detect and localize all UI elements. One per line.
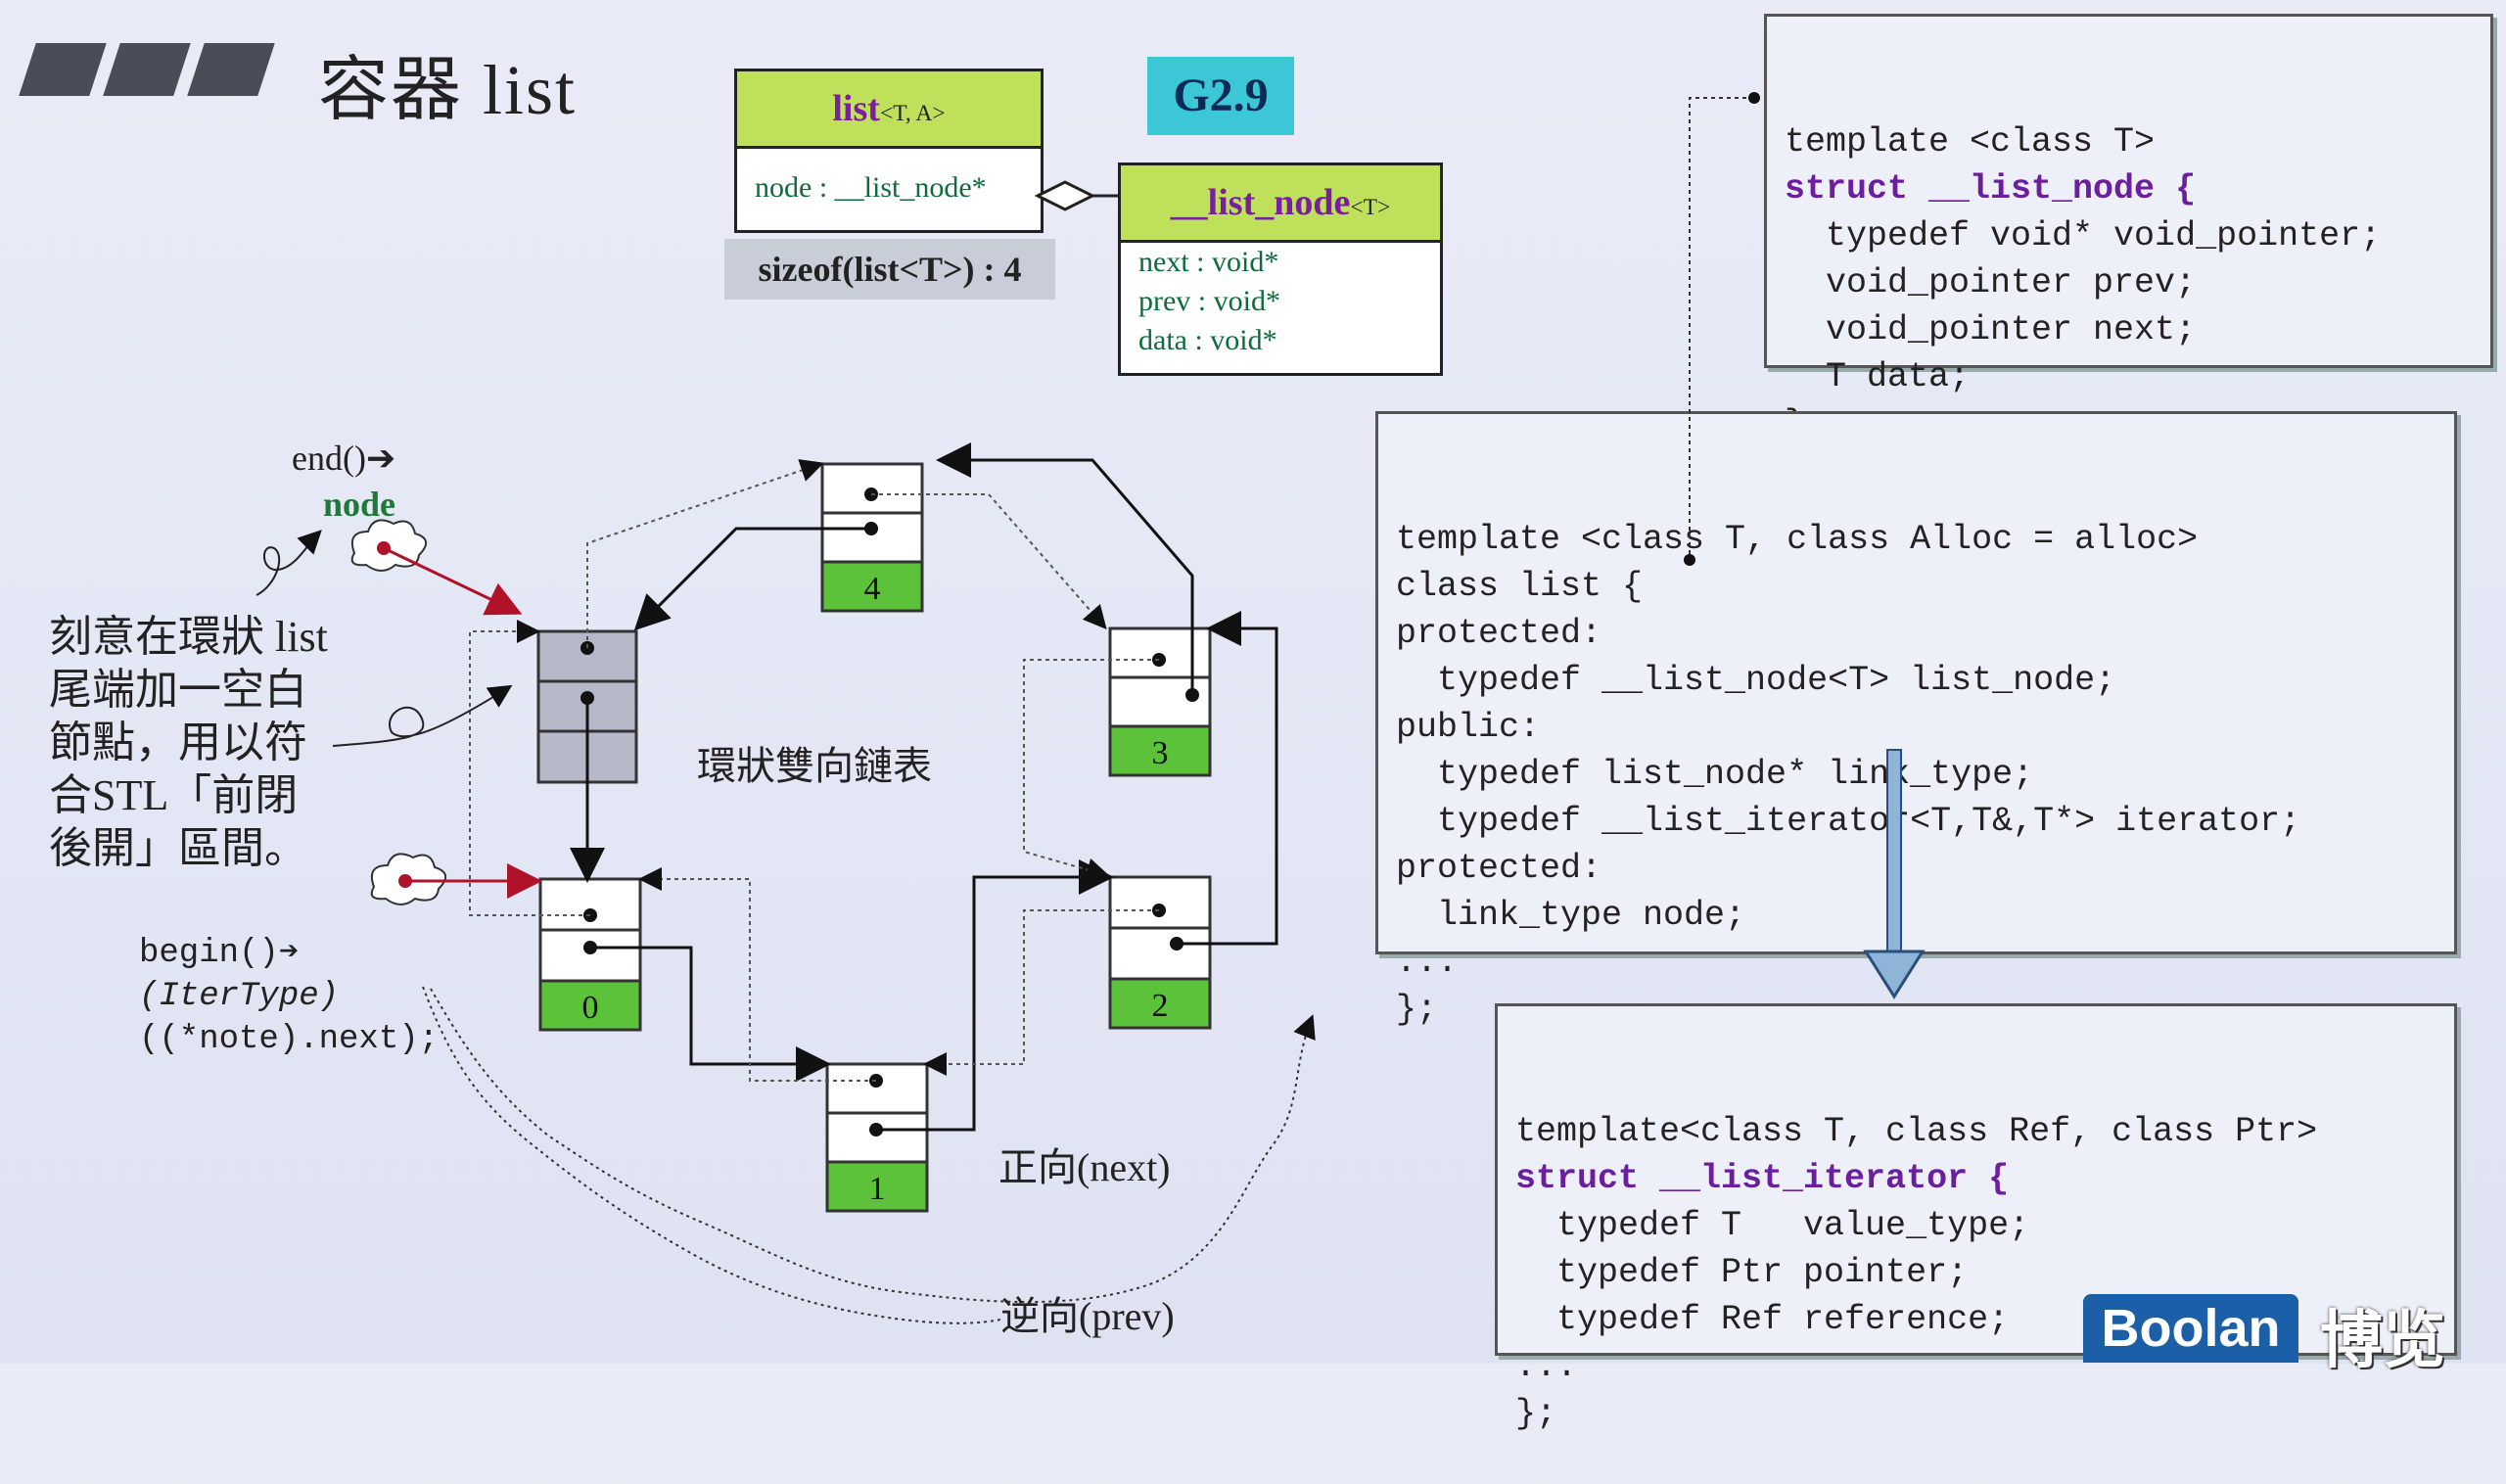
uml-node-field-next: next : void* xyxy=(1138,246,1279,278)
begin-line: ((*note).next); xyxy=(139,1021,440,1058)
link-dot xyxy=(1748,92,1760,104)
code-line: typedef void* void_pointer; xyxy=(1785,216,2382,255)
begin-line: begin()➔ xyxy=(139,935,300,972)
code-line: typedef T value_type; xyxy=(1515,1206,2030,1245)
uml-node-field-data: data : void* xyxy=(1138,324,1277,356)
code-line: }; xyxy=(1515,1394,1557,1433)
node-label: node xyxy=(323,485,395,524)
list-node-4 xyxy=(820,462,924,613)
uml-node-field-prev: prev : void* xyxy=(1138,285,1280,317)
list-node-0 xyxy=(538,877,642,1032)
sizeof-label: sizeof(list<T>) : 4 xyxy=(724,239,1055,300)
begin-node-cloud xyxy=(370,853,542,905)
backward-label: 逆向(prev) xyxy=(1000,1294,1175,1338)
typedef-link-line xyxy=(1689,97,1754,560)
node-number-3: 3 xyxy=(1152,735,1169,771)
code-line: typedef __list_node<T> list_node; xyxy=(1396,661,2116,700)
code-line: }; xyxy=(1396,990,1438,1029)
code-line: protected: xyxy=(1396,849,1602,888)
uml-node-name: __list_node xyxy=(1170,182,1351,223)
note-line: 節點，用以符 xyxy=(49,719,307,766)
sentinel-note: 刻意在環狀 list 尾端加一空白 節點，用以符 合STL「前閉 後開」區間。 xyxy=(49,611,328,875)
code-line: protected: xyxy=(1396,614,1602,653)
code-line: typedef list_node* link_type; xyxy=(1396,755,2034,794)
note-line: 合STL「前閉 xyxy=(49,771,299,819)
boolan-logo: Boolan xyxy=(2083,1294,2298,1363)
node-number-1: 1 xyxy=(869,1171,886,1207)
list-node-2 xyxy=(1108,875,1212,1030)
uml-node-header: __list_node<T> xyxy=(1121,165,1440,243)
code-line: template <class T> xyxy=(1785,122,2156,162)
code-line: struct __list_iterator { xyxy=(1515,1159,2010,1198)
uml-list-header: list<T, A> xyxy=(737,71,1041,149)
uml-list-class: list<T, A> node : __list_node* xyxy=(734,69,1044,233)
code-line: typedef Ptr pointer; xyxy=(1515,1253,1969,1292)
begin-label: begin()➔ (IterType) ((*note).next); xyxy=(139,932,439,1061)
down-arrow-icon xyxy=(1863,749,1926,999)
code-line: template <class T, class Alloc = alloc> xyxy=(1396,520,2199,559)
code-line: template<class T, class Ref, class Ptr> xyxy=(1515,1112,2318,1151)
code-list-class: template <class T, class Alloc = alloc> c… xyxy=(1375,411,2457,1029)
code-line: void_pointer next; xyxy=(1785,310,2197,349)
note-line: 後開」區間。 xyxy=(49,824,307,872)
code-line: link_type node; xyxy=(1396,896,1746,935)
boolan-cn-logo: 博览 xyxy=(2320,1305,2445,1377)
aggregation-connector xyxy=(1034,180,1118,211)
end-label: end()➔ xyxy=(292,439,395,478)
circular-list-diagram: 4 3 2 1 0 end()➔ node 環狀雙向鏈表 正向(ne xyxy=(255,92,1926,1338)
code-line: ... xyxy=(1396,943,1459,982)
list-node-3 xyxy=(1108,626,1212,777)
code-line: void_pointer prev; xyxy=(1785,263,2197,302)
code-line: public: xyxy=(1396,708,1541,747)
node-number-4: 4 xyxy=(864,571,881,607)
page-title: 容器 list xyxy=(318,51,578,129)
code-line: struct __list_node { xyxy=(1785,169,2197,209)
code-line: class list { xyxy=(1396,567,1644,606)
code-list-node: template <class T> struct __list_node { t… xyxy=(1764,14,2493,443)
uml-list-name: list xyxy=(832,88,880,129)
uml-node-class: __list_node<T> next : void* prev : void*… xyxy=(1118,162,1443,376)
uml-node-tparams: <T> xyxy=(1350,195,1391,220)
end-node-cloud xyxy=(350,519,523,616)
uml-list-field: node : __list_node* xyxy=(755,171,987,204)
center-label: 環狀雙向鏈表 xyxy=(697,744,932,788)
code-line: typedef Ref reference; xyxy=(1515,1300,2010,1339)
version-badge: G2.9 xyxy=(1147,57,1294,135)
squiggle-arrow-icon xyxy=(332,684,513,747)
forward-label: 正向(next) xyxy=(998,1145,1171,1189)
next-arrows xyxy=(570,442,1278,1132)
prev-arrows xyxy=(469,459,1159,1082)
code-line: T data; xyxy=(1785,357,1971,396)
link-dot xyxy=(1684,554,1695,566)
uml-list-tparams: <T, A> xyxy=(879,101,946,126)
begin-line: (IterType) xyxy=(139,978,340,1015)
node-number-2: 2 xyxy=(1152,988,1169,1024)
note-line: 尾端加一空白 xyxy=(49,666,307,714)
list-node-1 xyxy=(825,1062,929,1213)
code-line: typedef __list_iterator<T,T&,T*> iterato… xyxy=(1396,802,2301,841)
node-number-0: 0 xyxy=(582,990,599,1026)
note-line: 刻意在環狀 list xyxy=(49,613,328,661)
forward-wave xyxy=(430,988,1316,1303)
squiggle-arrow-icon xyxy=(255,530,322,596)
